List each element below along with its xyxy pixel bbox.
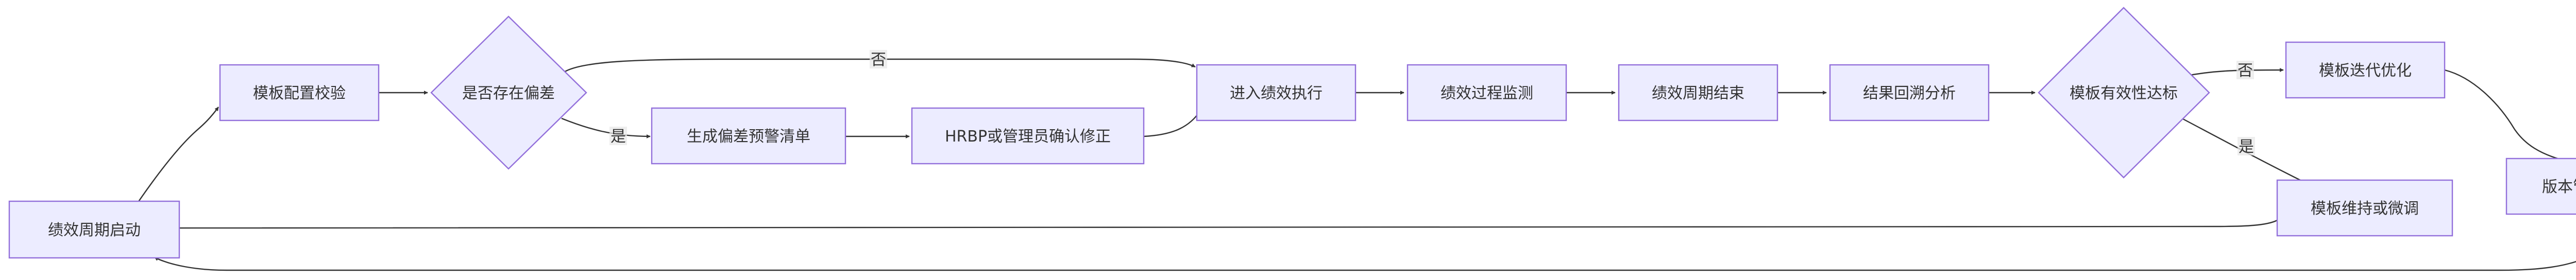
svg-text:模板配置校验: 模板配置校验 (253, 84, 346, 102)
edge-label-deviation-yes: 是 (609, 127, 627, 146)
edge-labels: 否 是 否 是 (609, 50, 2255, 156)
svg-text:模板有效性达标: 模板有效性达标 (2070, 84, 2178, 102)
edge-label-effective-yes: 是 (2238, 137, 2255, 156)
edges (107, 58, 2576, 271)
node-execute[interactable]: 进入绩效执行 (1196, 64, 1357, 121)
nodes: 绩效周期启动 模板配置校验 是否存在偏差 生成偏差预警清单 HRBP或管理员确认… (8, 7, 2576, 259)
node-version-approval[interactable]: 版本管理与审批 (2505, 157, 2576, 215)
svg-text:绩效周期结束: 绩效周期结束 (1652, 84, 1744, 102)
svg-text:是: 是 (611, 128, 626, 146)
edge-iterate-to-version (2444, 69, 2567, 163)
svg-text:是否存在偏差: 是否存在偏差 (462, 84, 555, 102)
node-start[interactable]: 绩效周期启动 (8, 200, 180, 259)
node-cycle-end[interactable]: 绩效周期结束 (1618, 64, 1778, 121)
svg-text:否: 否 (871, 51, 886, 69)
svg-text:进入绩效执行: 进入绩效执行 (1230, 84, 1323, 102)
edge-label-deviation-no: 否 (870, 50, 887, 69)
svg-text:是: 是 (2239, 138, 2254, 156)
node-iterate[interactable]: 模板迭代优化 (2285, 41, 2446, 99)
node-confirm-fix[interactable]: HRBP或管理员确认修正 (911, 107, 1145, 165)
edge-label-effective-no: 否 (2236, 61, 2254, 80)
svg-text:模板维持或微调: 模板维持或微调 (2311, 200, 2419, 218)
node-deviation-decision[interactable]: 是否存在偏差 (430, 15, 587, 170)
edge-maintain-to-start (170, 219, 2278, 230)
edge-deviation-yes-to-warning (561, 117, 651, 138)
node-warning-list[interactable]: 生成偏差预警清单 (651, 107, 846, 165)
edge-deviation-no-to-execute (564, 58, 1196, 73)
svg-text:结果回溯分析: 结果回溯分析 (1863, 84, 1956, 102)
svg-text:绩效周期启动: 绩效周期启动 (48, 221, 141, 239)
svg-text:否: 否 (2238, 62, 2253, 80)
node-maintain[interactable]: 模板维持或微调 (2276, 179, 2453, 237)
node-template-check[interactable]: 模板配置校验 (219, 64, 380, 121)
svg-text:生成偏差预警清单: 生成偏差预警清单 (687, 128, 810, 146)
svg-text:版本管理与审批: 版本管理与审批 (2542, 178, 2576, 196)
edge-effective-no-to-iterate (2184, 68, 2284, 77)
node-effective-decision[interactable]: 模板有效性达标 (2038, 7, 2210, 179)
node-review[interactable]: 结果回溯分析 (1829, 64, 1990, 121)
node-monitor[interactable]: 绩效过程监测 (1406, 64, 1567, 121)
edge-version-to-start (154, 256, 2576, 271)
edge-confirm-to-execute (1143, 110, 1201, 137)
svg-text:绩效过程监测: 绩效过程监测 (1440, 84, 1533, 102)
svg-text:HRBP或管理员确认修正: HRBP或管理员确认修正 (945, 128, 1111, 146)
svg-text:模板迭代优化: 模板迭代优化 (2319, 62, 2412, 80)
